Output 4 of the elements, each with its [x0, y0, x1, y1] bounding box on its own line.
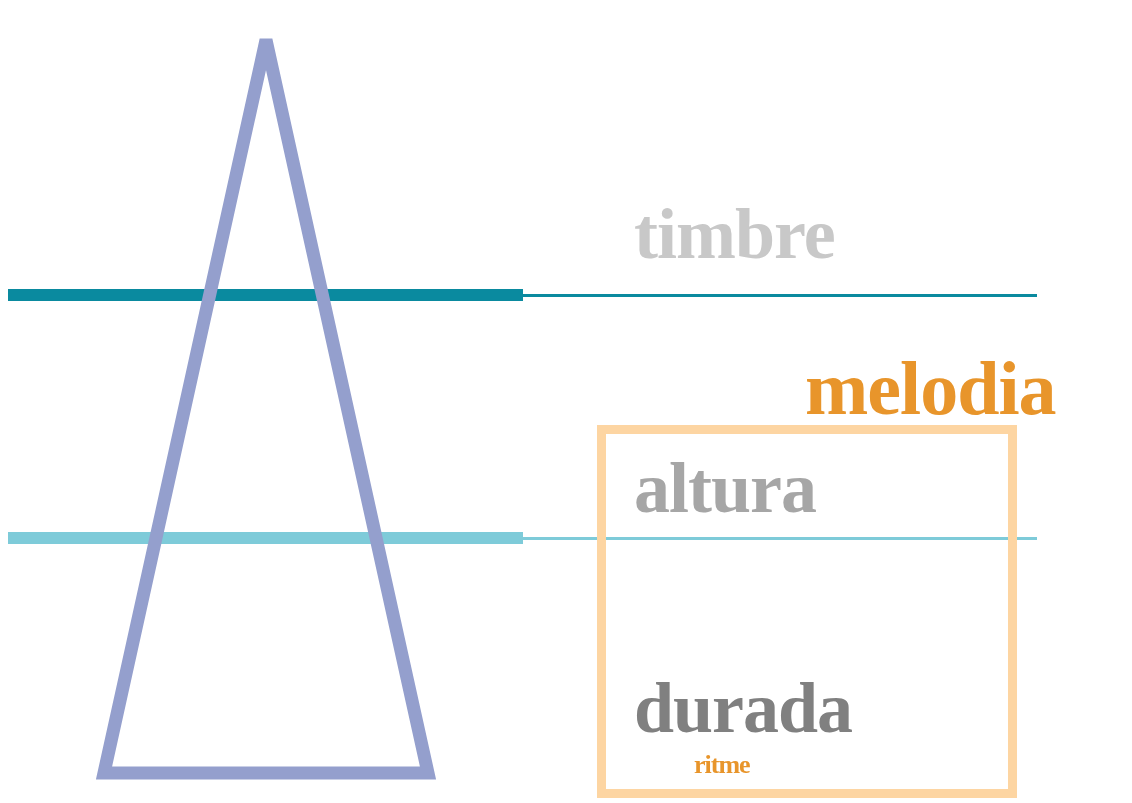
- label-text: durada: [634, 672, 853, 744]
- label-text: altura: [634, 452, 816, 524]
- label-text: ritme: [694, 752, 750, 778]
- heading-text: melodia: [805, 350, 1056, 426]
